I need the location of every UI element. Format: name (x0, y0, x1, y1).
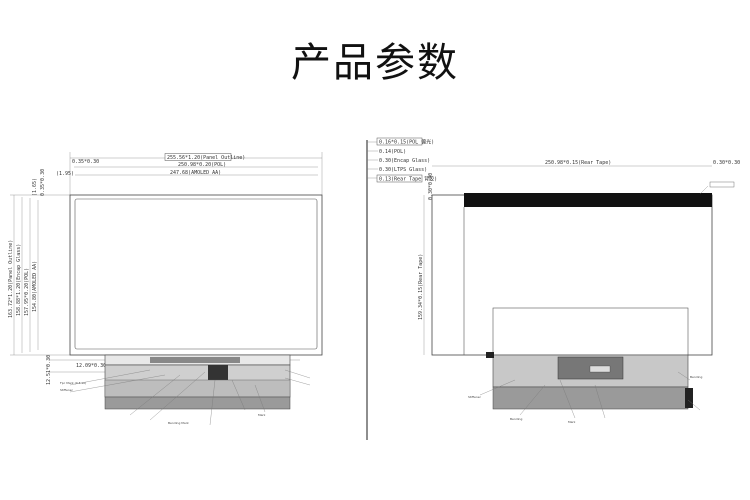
leader-2 (69, 374, 166, 393)
back-dim-corner: 0.30*0.30 (713, 160, 740, 166)
dim-top-offset: 0.35*0.30 (72, 159, 99, 165)
dim-bottom-b: 12.51*0.30 (46, 355, 52, 385)
dim-bottom-a: 12.09*0.30 (76, 363, 106, 369)
side-view: 0.16*0.15(POL 偏光) 0.14(POL) 0.30(Encap G… (366, 137, 437, 440)
back-mark-left (486, 352, 494, 358)
active-area (74, 198, 318, 350)
back-vdim-rear-tape: 159.34*0.15(Rear Tape) (418, 254, 424, 320)
fpc-label-3: Bending Mark (168, 421, 189, 425)
vdim-pol: 157.95*0.20(POL) (24, 268, 30, 316)
dim-left-offset: 0.35*0.30 (40, 169, 46, 196)
rear-tape-strip (464, 193, 712, 207)
vdim-encap: 158.88*1.20(Encap Glass) (16, 244, 22, 316)
side-rear-tape: 0.13(Rear Tape 背胶) (379, 176, 437, 183)
leader-1 (69, 369, 151, 386)
side-pol: 0.14(POL) (379, 149, 406, 155)
back-leader-2 (519, 384, 546, 416)
leader-5 (209, 379, 216, 426)
leader-8 (284, 369, 311, 379)
back-mark-right (685, 388, 693, 408)
vdim-aa: 154.80(AMOLED AA) (32, 261, 38, 312)
fpc-label-2: Stiffener (60, 388, 74, 392)
vdim-panel: 163.72*1.20(Panel Outline) (8, 240, 14, 318)
back-label-4: Bending (690, 375, 702, 379)
back-leader-1 (479, 379, 516, 396)
fpc-tail (104, 396, 291, 410)
dim-aa: 247.68(AMOLED AA) (170, 170, 221, 176)
dim-box-panel-outline (164, 153, 232, 161)
side-encap: 0.30(Encap Glass) (379, 158, 430, 164)
fpc-stiffener (104, 379, 291, 398)
back-dim-top-offset: 0.30*0.30 (428, 173, 434, 200)
side-box-pol (376, 137, 423, 146)
leader-9 (284, 377, 311, 386)
leader-7 (254, 384, 266, 413)
side-box-rear-tape (376, 174, 423, 183)
fpc-label-1: Fpc Mark (0.5 ex) (60, 381, 86, 385)
back-connector-pins (589, 365, 611, 373)
back-label-1: Stiffener (468, 395, 482, 399)
back-fpc-window (492, 307, 689, 356)
fpc-label-4: Mark (258, 413, 266, 417)
front-view: 255.56*1.20(Panel Outline) 250.98*0.20(P… (8, 152, 323, 426)
dim-right-small: (1.65) (32, 178, 38, 196)
side-pol-total: 0.16*0.15(POL 偏光) (379, 139, 434, 146)
dim-pol: 250.98*0.20(POL) (178, 162, 226, 168)
driver-ic (150, 357, 240, 363)
dim-panel-outline: 255.56*1.20(Panel Outline) (167, 155, 245, 161)
back-view: 250.98*0.15(Rear Tape) 0.30*0.30 0.30*0.… (418, 160, 740, 424)
leader-3 (129, 374, 181, 416)
back-leader-3 (559, 379, 576, 419)
page-title: 产品参数 (291, 40, 459, 86)
back-label-3: Mark (568, 420, 576, 424)
connector (208, 365, 228, 383)
back-leader-6 (687, 399, 701, 411)
leader-6 (231, 379, 246, 411)
back-corner-leader (699, 185, 709, 195)
back-dim-rear-tape: 250.98*0.15(Rear Tape) (545, 160, 611, 166)
back-leader-5 (677, 371, 691, 381)
leader-4 (149, 371, 206, 421)
back-fpc-tail (492, 386, 689, 410)
back-leader-4 (594, 384, 606, 419)
back-label-2: Bending (510, 417, 522, 421)
side-ltps: 0.30(LTPS Glass) (379, 167, 427, 173)
dim-left-small: (1.95) (56, 171, 74, 177)
back-corner-box (709, 181, 735, 188)
